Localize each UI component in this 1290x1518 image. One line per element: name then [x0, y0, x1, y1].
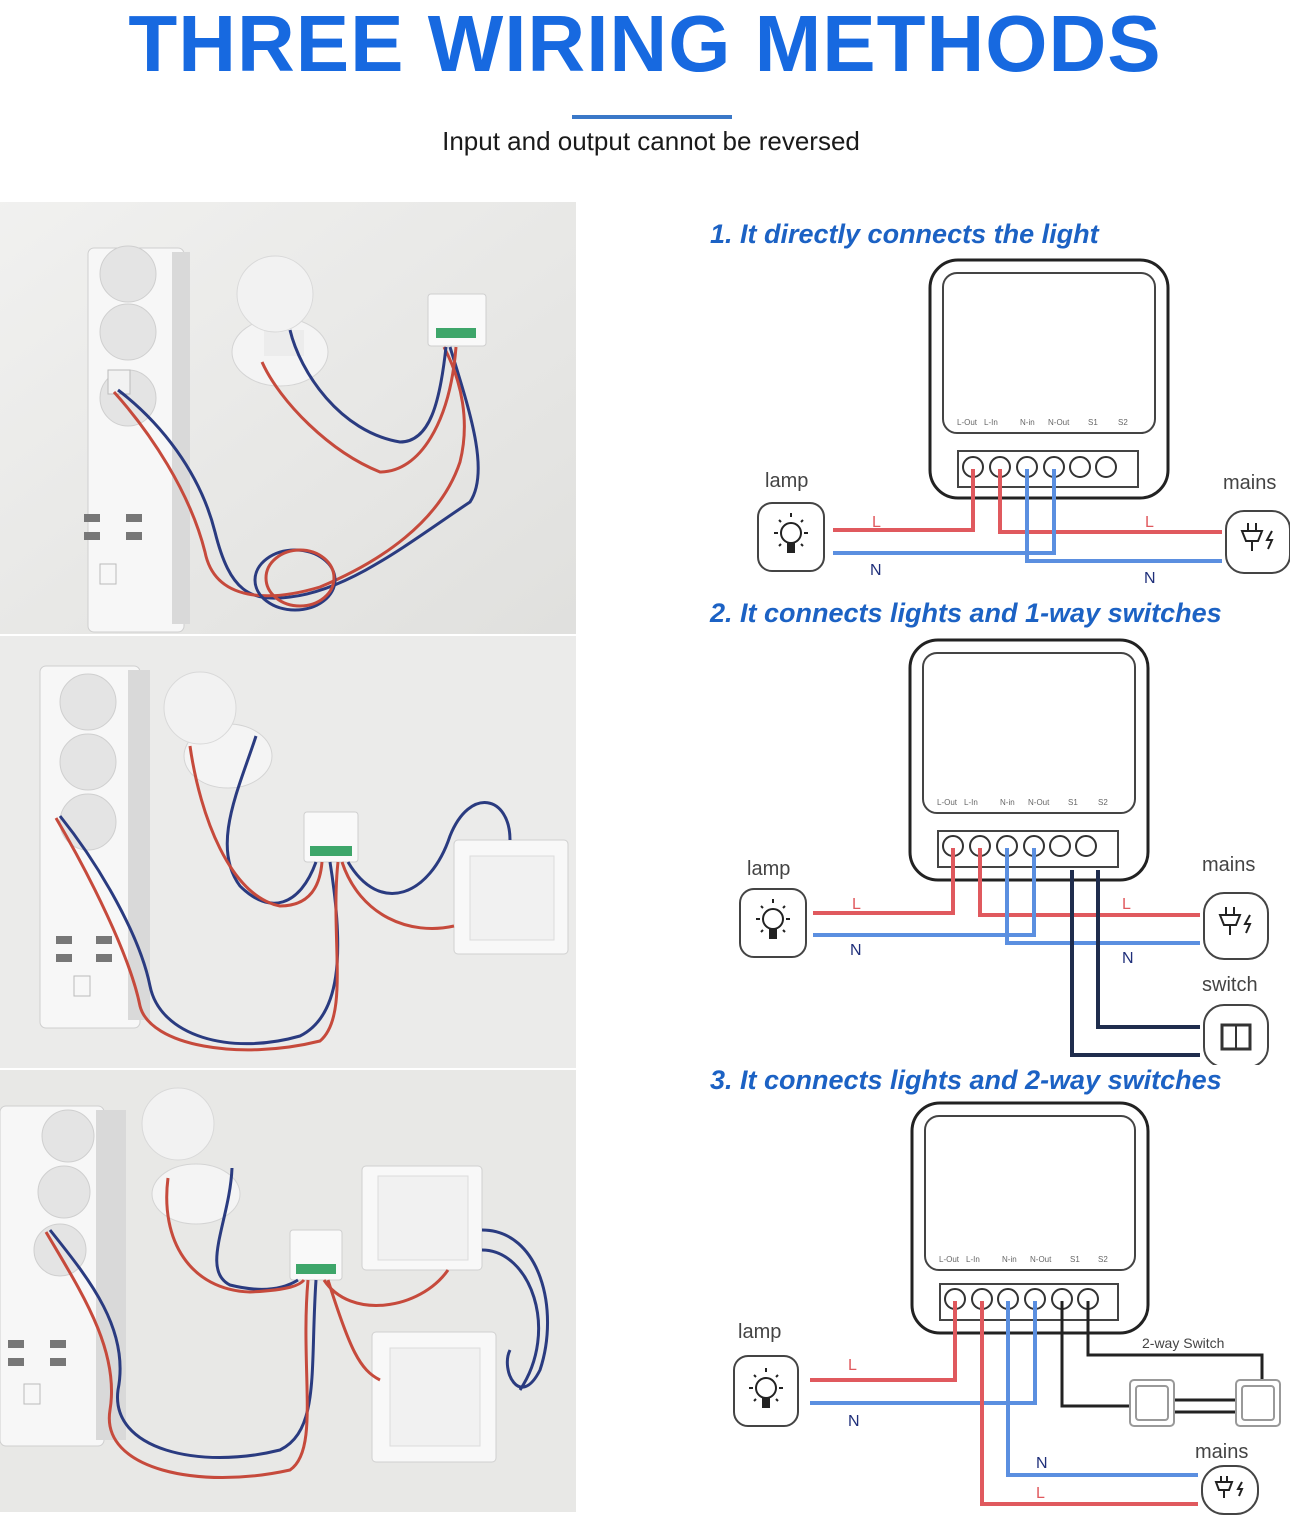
two-way-switch-photo: [0, 1070, 576, 1512]
terminal-label: S1: [1070, 1255, 1080, 1264]
wire-label-n: N: [850, 942, 862, 959]
switch-wire-s2: [1096, 870, 1200, 1029]
terminal-label: N-in: [1000, 798, 1015, 807]
terminal-label: L-In: [964, 798, 978, 807]
diagram-3-wiring: L-Out L-In N-in N-Out S1 S2 L N N L lamp: [733, 1101, 1281, 1515]
live-wire-mains: [980, 1301, 1198, 1506]
wire-label-n: N: [870, 562, 882, 579]
wire-label-n: N: [848, 1413, 860, 1430]
smart-switch-module: [303, 811, 359, 863]
one-way-switch-photo: [0, 636, 576, 1068]
neutral-wire-mains: [1025, 469, 1222, 563]
terminal-label: S1: [1068, 798, 1078, 807]
neutral-wire-mains: [1005, 848, 1200, 945]
wire-label-n: N: [1036, 1455, 1048, 1472]
lamp-icon: [757, 502, 825, 572]
neutral-wire-lamp: [833, 469, 1056, 555]
terminal-label: N-Out: [1030, 1255, 1052, 1264]
mains-label: mains: [1202, 854, 1255, 876]
terminal-label: S1: [1088, 418, 1098, 427]
terminal-labels: L-Out L-In N-in N-Out S1 S2: [937, 798, 1108, 807]
two-way-switch-icon-left: [1129, 1379, 1175, 1427]
terminal-label: S2: [1098, 798, 1108, 807]
photo-column: [0, 202, 576, 1512]
neutral-wire-lamp: [810, 1301, 1037, 1405]
two-way-switch-label: 2-way Switch: [1142, 1335, 1224, 1351]
terminal-label: N-Out: [1028, 798, 1050, 807]
terminal-label: N-in: [1002, 1255, 1017, 1264]
terminal-label: L-Out: [939, 1255, 960, 1264]
live-wire-lamp: [813, 848, 955, 915]
diagram-1-heading: 1. It directly connects the light: [710, 219, 1099, 249]
terminal-label: S2: [1098, 1255, 1108, 1264]
plug-icon: [1225, 510, 1290, 574]
page-title: THREE WIRING METHODS: [128, 0, 1162, 88]
terminal-label: L-In: [966, 1255, 980, 1264]
lamp-label: lamp: [738, 1321, 781, 1343]
terminal-label: L-Out: [957, 418, 978, 427]
lamp-icon: [739, 888, 807, 958]
lamp-icon: [733, 1355, 799, 1427]
wire-label-l: L: [848, 1357, 857, 1374]
neutral-wire-lamp: [813, 848, 1036, 937]
wall-switch-upper: [361, 1165, 483, 1271]
terminal-screws: [962, 456, 1117, 478]
terminal-label: L-Out: [937, 798, 958, 807]
terminal-label: N-in: [1020, 418, 1035, 427]
lamp-label: lamp: [747, 858, 790, 880]
smart-switch-module: [427, 293, 487, 347]
wire-label-n: N: [1122, 950, 1134, 967]
mains-label: mains: [1223, 472, 1276, 494]
live-wire-mains: [978, 848, 1200, 917]
diagram-1-wiring: L-Out L-In N-in N-Out S1 S2 L N L N lamp…: [757, 258, 1290, 587]
live-wire-lamp: [833, 469, 975, 532]
terminal-label: L-In: [984, 418, 998, 427]
live-wire-mains: [998, 469, 1222, 534]
wire-label-l: L: [872, 514, 881, 531]
wire-label-n: N: [1144, 570, 1156, 587]
plug-icon: [1201, 1465, 1259, 1515]
terminal-label: S2: [1118, 418, 1128, 427]
switch-wire-s1: [1060, 1301, 1160, 1408]
switch-wire-s1: [1070, 870, 1200, 1057]
diagram-column: 1. It directly connects the light L-Out …: [690, 205, 1290, 1518]
neutral-wire-mains: [1006, 1301, 1198, 1477]
smart-switch-module: [289, 1229, 343, 1281]
wire-label-l: L: [1145, 514, 1154, 531]
lamp-label: lamp: [765, 470, 808, 492]
terminal-screws: [944, 1288, 1099, 1310]
diagram-2-heading: 2. It connects lights and 1-way switches: [710, 598, 1222, 628]
wall-switch-lower: [371, 1331, 497, 1463]
wall-switch: [453, 839, 569, 955]
switch-label: switch: [1202, 974, 1258, 996]
switch-icon: [1203, 1004, 1269, 1065]
light-bulb: [231, 255, 329, 387]
switch-wire-s2: [1086, 1301, 1264, 1400]
live-wire-lamp: [810, 1301, 957, 1382]
page-subtitle: Input and output cannot be reversed: [442, 126, 860, 156]
terminal-label: N-Out: [1048, 418, 1070, 427]
terminal-labels: L-Out L-In N-in N-Out S1 S2: [957, 418, 1128, 427]
power-strip: [39, 665, 150, 1029]
plug-icon: [1203, 892, 1269, 960]
diagram-2-wiring: L-Out L-In N-in N-Out S1 S2 L N L N lamp…: [739, 638, 1269, 1065]
diagram-3-heading: 3. It connects lights and 2-way switches: [710, 1065, 1222, 1095]
wire-label-l: L: [1122, 896, 1131, 913]
wire-label-l: L: [852, 896, 861, 913]
light-bulb: [163, 671, 273, 789]
mains-label: mains: [1195, 1441, 1248, 1463]
direct-light-photo: [0, 202, 576, 634]
power-strip: [0, 1105, 126, 1447]
wire-label-l: L: [1036, 1485, 1045, 1502]
title-divider: [572, 115, 732, 119]
power-strip: [84, 245, 190, 633]
terminal-labels: L-Out L-In N-in N-Out S1 S2: [939, 1255, 1108, 1264]
light-bulb: [141, 1087, 241, 1225]
two-way-switch-icon-right: [1235, 1379, 1281, 1427]
